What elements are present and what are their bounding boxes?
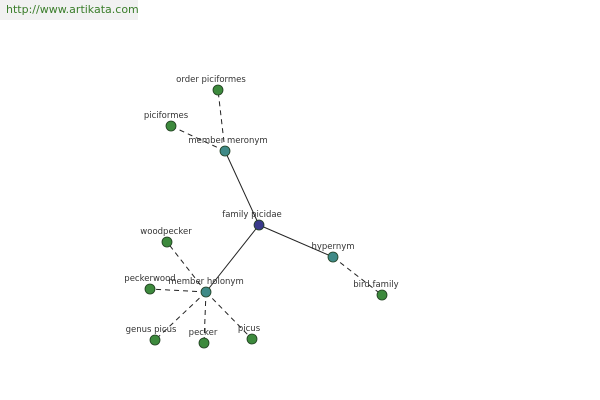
edge-member-holonym-to-genus-picus	[154, 291, 207, 341]
node-member-meronym[interactable]	[219, 145, 231, 157]
node-peckerwood[interactable]	[144, 283, 156, 295]
node-label-order-piciformes[interactable]: order piciformes	[176, 75, 246, 85]
edge-member-holonym-to-woodpecker	[166, 241, 207, 293]
node-pecker[interactable]	[198, 337, 210, 349]
node-family-picidae[interactable]	[253, 219, 265, 231]
node-label-family-picidae[interactable]: family picidae	[222, 210, 282, 220]
node-woodpecker[interactable]	[161, 236, 173, 248]
node-hypernym[interactable]	[327, 251, 339, 263]
site-url-link[interactable]: http://www.artikata.com	[0, 0, 139, 20]
node-label-hypernym[interactable]: hypernym	[311, 242, 354, 252]
edge-member-meronym-to-order-piciformes	[217, 89, 226, 152]
node-label-pecker[interactable]: pecker	[189, 328, 218, 338]
node-label-member-meronym[interactable]: member meronym	[188, 136, 267, 146]
node-label-woodpecker[interactable]: woodpecker	[140, 227, 192, 237]
edge-hypernym-to-bird-family	[332, 256, 383, 296]
nodes-layer	[144, 84, 388, 349]
edge-member-meronym-to-piciformes	[170, 125, 226, 152]
node-member-holonym[interactable]	[200, 286, 212, 298]
edge-member-holonym-to-picus	[205, 291, 253, 340]
edge-member-holonym-to-peckerwood	[149, 288, 207, 293]
node-piciformes[interactable]	[165, 120, 177, 132]
node-order-piciformes[interactable]	[212, 84, 224, 96]
node-bird-family[interactable]	[376, 289, 388, 301]
node-label-member-holonym[interactable]: member holonym	[168, 277, 243, 287]
edge-family-picidae-to-member-holonym	[205, 224, 260, 293]
node-genus-picus[interactable]	[149, 334, 161, 346]
node-label-bird-family[interactable]: bird family	[353, 280, 398, 290]
node-label-peckerwood[interactable]: peckerwood	[124, 274, 175, 284]
node-label-picus[interactable]: picus	[238, 324, 261, 334]
edge-family-picidae-to-member-meronym	[224, 150, 260, 226]
labels-layer: family picidae member meronym hypernym memb…	[124, 75, 398, 338]
edge-family-picidae-to-hypernym	[258, 224, 334, 258]
node-label-genus-picus[interactable]: genus picus	[126, 325, 177, 335]
node-picus[interactable]	[246, 333, 258, 345]
node-label-piciformes[interactable]: piciformes	[144, 111, 189, 121]
edges-layer	[149, 89, 383, 344]
